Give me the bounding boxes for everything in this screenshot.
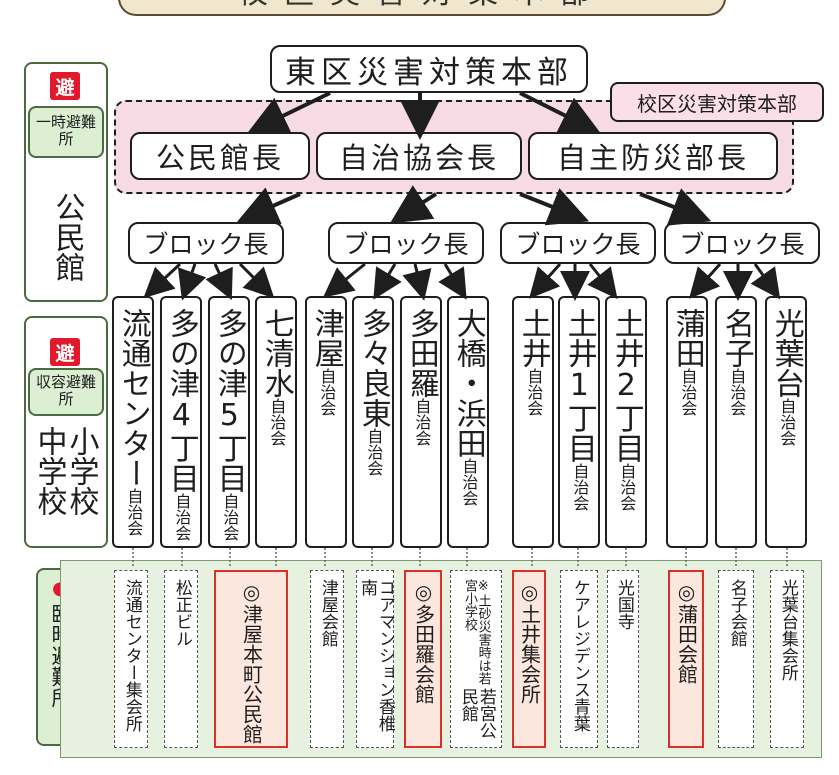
evacuation-mark-icon: 避 (50, 72, 80, 100)
association-name: 流通センター (115, 308, 151, 488)
association-box: 光葉台自治会 (765, 296, 807, 548)
association-suffix: 自治会 (220, 493, 240, 541)
temp-shelter-label: 一時避難所 (28, 106, 104, 158)
association-suffix: 自治会 (777, 398, 797, 446)
title-text: 校区災害対策本部 (120, 0, 724, 12)
temp-facility-name: 公民館 (49, 192, 85, 282)
shelter-name: 名子会館 (726, 579, 747, 647)
association-name: 大橋・浜田 (450, 308, 486, 458)
association-name: 土井 (515, 308, 551, 368)
association-box: 名子自治会 (715, 296, 757, 548)
association-suffix: 自治会 (459, 458, 479, 506)
shelter-box: 津屋会館 (310, 570, 344, 748)
association-name: 多の津5丁目 (211, 308, 247, 493)
shelter-box: ◎多田羅会館 (404, 570, 442, 748)
association-suffix: 自治会 (570, 463, 590, 511)
association-suffix: 自治会 (727, 368, 747, 416)
district-hq-box: 東区災害対策本部 (270, 45, 588, 93)
shelter-box: ◎土井集会所 (512, 570, 546, 748)
shelter-name: ◎津屋本町公民館 (239, 580, 264, 744)
temp-shelter-card (24, 62, 108, 302)
association-suffix: 自治会 (678, 368, 698, 416)
association-name: 津屋 (308, 308, 344, 368)
association-suffix: 自治会 (267, 398, 287, 446)
shelter-box: ◎蒲田会館 (668, 570, 704, 748)
association-name: 多の津4丁目 (163, 308, 199, 493)
shelter-box: 流通センター集会所 (114, 570, 148, 748)
association-suffix: 自治会 (172, 493, 192, 541)
association-box: 多々良東自治会 (352, 296, 394, 548)
association-name: 名子 (718, 308, 754, 368)
association-name: 光葉台 (768, 308, 804, 398)
association-name: 多々良東 (355, 308, 391, 428)
block-leader-4: ブロック長 (664, 222, 820, 264)
shelter-box: 光国寺 (607, 570, 639, 748)
temp-shelter-text: 一時避難所 (36, 113, 97, 148)
association-box: 土井1丁目自治会 (558, 296, 600, 548)
shelter-name: ◎蒲田会館 (674, 580, 699, 684)
association-suffix: 自治会 (617, 463, 637, 511)
association-suffix: 自治会 (412, 398, 432, 446)
evacuation-mark-icon-2: 避 (50, 338, 80, 366)
association-box: 蒲田自治会 (666, 296, 708, 548)
shelter-box: ※土砂災害時は若宮小学校若宮公民館 (450, 570, 502, 748)
shelter-box: ケアレジデンス青葉 (560, 570, 598, 748)
shelter-box: 名子会館 (718, 570, 754, 748)
association-box: 大橋・浜田自治会 (447, 296, 489, 548)
shelter-name: コアマンション香椎南 (357, 579, 395, 732)
leader-self-governing: 自治協会長 (316, 132, 522, 180)
shelter-box: ◎津屋本町公民館 (214, 570, 288, 748)
association-box: 七清水自治会 (255, 296, 297, 548)
arrow-hq-to-leader-3 (519, 91, 601, 134)
shelter-name: ◎多田羅会館 (411, 580, 436, 704)
school-hq-label: 校区災害対策本部 (610, 82, 824, 122)
association-box: 多の津5丁目自治会 (208, 296, 250, 548)
association-box: 土井自治会 (512, 296, 554, 548)
association-box: 土井2丁目自治会 (605, 296, 647, 548)
arrow-hq-to-leader-1 (247, 91, 331, 134)
shelter-box: 光葉台集会所 (770, 570, 804, 748)
shelter-name: 流通センター集会所 (121, 579, 142, 732)
housing-facility-1: 小学校 (63, 426, 99, 516)
shelter-box: 松正ビル (164, 570, 198, 748)
shelter-name: 光葉台集会所 (777, 579, 798, 681)
shelter-name: 光国寺 (613, 579, 634, 630)
housing-shelter-text: 収容避難所 (36, 373, 97, 408)
association-box: 津屋自治会 (305, 296, 347, 548)
association-box: 多田羅自治会 (400, 296, 442, 548)
association-name: 土井1丁目 (561, 308, 597, 463)
association-name: 七清水 (258, 308, 294, 398)
association-suffix: 自治会 (524, 368, 544, 416)
association-name: 多田羅 (403, 308, 439, 398)
association-name: 土井2丁目 (608, 308, 644, 463)
shelter-name: 若宮公民館 (458, 688, 496, 740)
block-leader-1: ブロック長 (128, 222, 284, 264)
shelter-box: コアマンション香椎南 (356, 570, 395, 748)
association-suffix: 自治会 (124, 488, 144, 536)
association-box: 多の津4丁目自治会 (160, 296, 202, 548)
association-suffix: 自治会 (317, 368, 337, 416)
association-suffix: 自治会 (364, 428, 384, 476)
association-box: 流通センター自治会 (112, 296, 154, 548)
association-name: 蒲田 (669, 308, 705, 368)
shelter-note: ※土砂災害時は若宮小学校 (462, 579, 491, 685)
leader-community-center: 公民館長 (130, 132, 310, 180)
block-leader-2: ブロック長 (328, 222, 484, 264)
housing-facility-2: 中学校 (31, 426, 67, 516)
leader-disaster-prevention: 自主防災部長 (528, 132, 778, 180)
housing-shelter-card (24, 316, 108, 548)
block-leader-3: ブロック長 (500, 222, 656, 264)
shelter-name: ◎土井集会所 (517, 580, 542, 704)
shelter-name: 津屋会館 (317, 579, 338, 647)
shelter-name: 松正ビル (171, 579, 192, 647)
shelter-name: ケアレジデンス青葉 (569, 579, 590, 732)
housing-shelter-label: 収容避難所 (28, 368, 104, 416)
